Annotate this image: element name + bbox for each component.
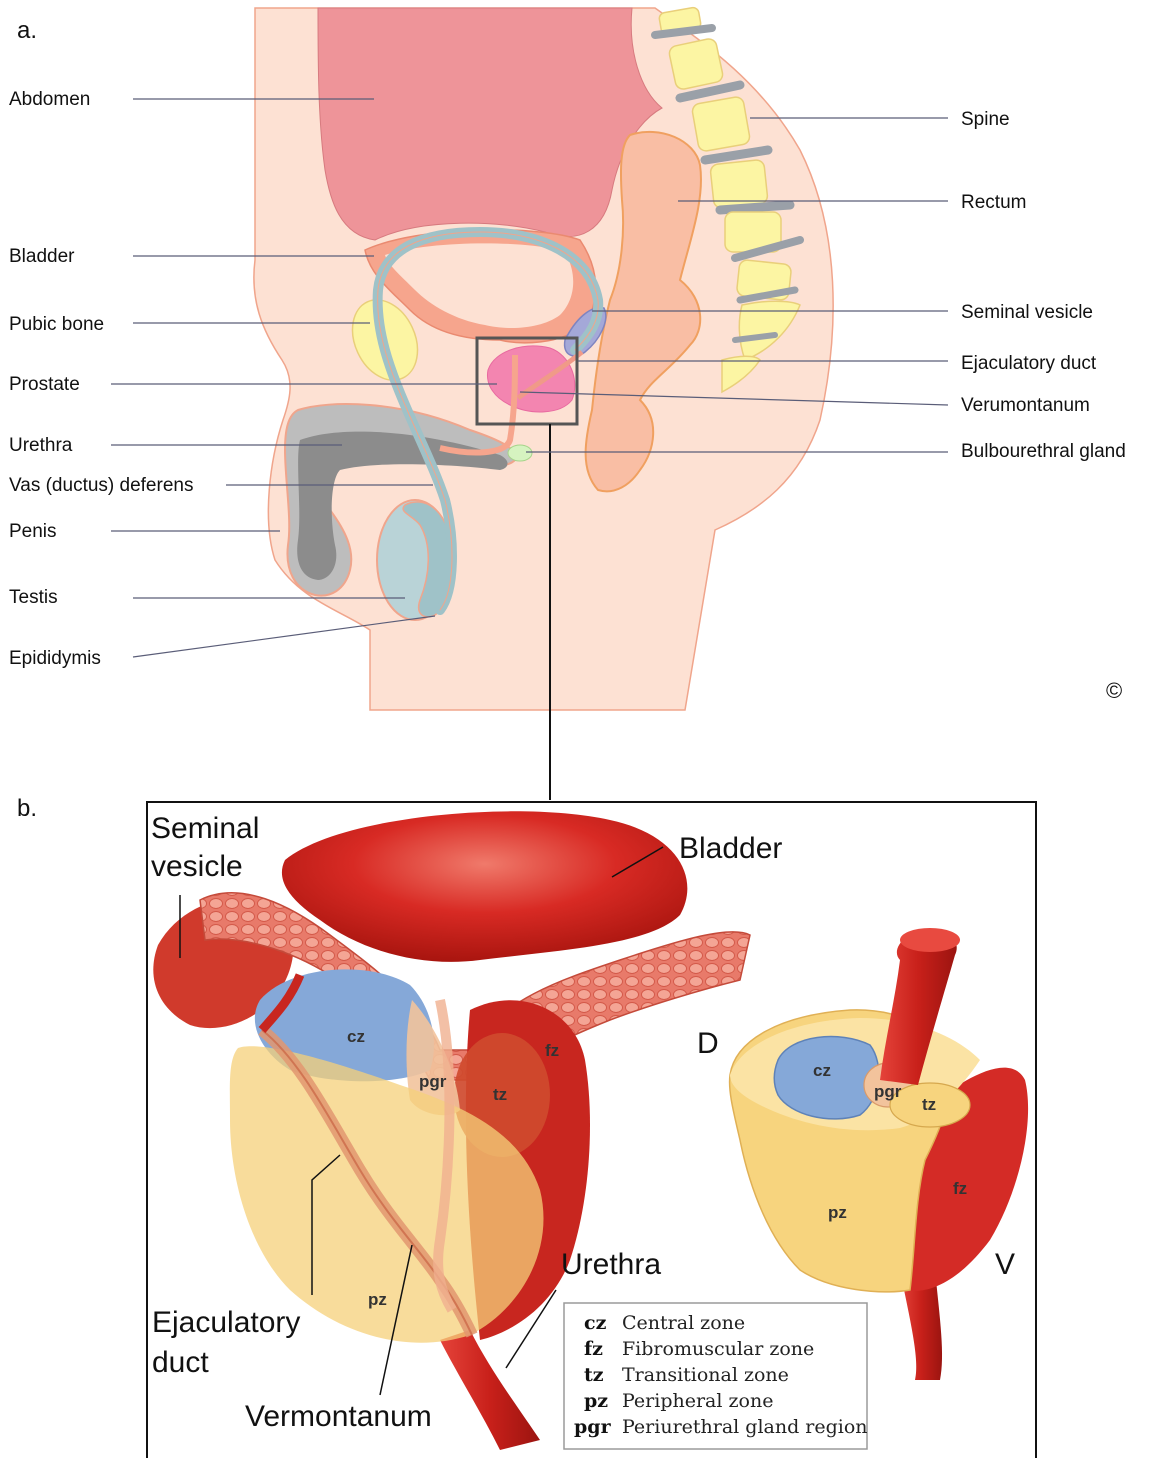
orientation-dorsal: D	[697, 1027, 719, 1060]
label-abdomen: Abdomen	[9, 89, 90, 110]
legend-abbr-pgr: pgr	[574, 1416, 612, 1438]
small-zone-label-cz: cz	[813, 1061, 831, 1080]
legend-text-cz: Central zone	[622, 1312, 745, 1334]
small-zone-label-fz: fz	[953, 1179, 967, 1198]
small-zone-label-tz: tz	[922, 1095, 936, 1114]
small-zone-label-pz: pz	[828, 1203, 847, 1222]
zone-label-cz: cz	[347, 1027, 365, 1046]
legend-abbr-cz: cz	[584, 1312, 607, 1334]
label-b-ejac-1: Ejaculatory	[152, 1306, 300, 1339]
zone-label-pgr: pgr	[419, 1072, 447, 1091]
zone-label-pz: pz	[368, 1290, 387, 1309]
zone-label-fz: fz	[545, 1041, 559, 1060]
label-prostate: Prostate	[9, 374, 80, 395]
copyright-symbol: ©	[1106, 678, 1122, 703]
panel-a-letter: a.	[17, 17, 37, 44]
label-b-seminal-1: Seminal	[151, 812, 259, 845]
panel-b: b.	[17, 795, 1036, 1458]
label-verumontanum: Verumontanum	[961, 395, 1090, 416]
label-pubic-bone: Pubic bone	[9, 314, 104, 335]
label-b-ejac-2: duct	[152, 1346, 209, 1379]
label-b-urethra: Urethra	[561, 1248, 661, 1281]
label-penis: Penis	[9, 521, 57, 542]
orientation-ventral: V	[995, 1248, 1015, 1281]
label-seminal-vesicle: Seminal vesicle	[961, 302, 1093, 323]
panel-a: a. Abdomen Bladder Pubic bone Prostate U…	[9, 7, 1126, 800]
label-b-seminal-2: vesicle	[151, 850, 243, 883]
legend-text-pgr: Periurethral gland region	[622, 1416, 868, 1438]
bladder-dome	[282, 811, 687, 962]
legend-text-pz: Peripheral zone	[622, 1390, 773, 1412]
small-zone-label-pgr: pgr	[874, 1082, 902, 1101]
label-bladder: Bladder	[9, 246, 75, 267]
panel-b-letter: b.	[17, 795, 37, 822]
label-vas-deferens: Vas (ductus) deferens	[9, 475, 193, 496]
legend-abbr-fz: fz	[584, 1338, 603, 1360]
legend-text-tz: Transitional zone	[622, 1364, 789, 1386]
label-testis: Testis	[9, 587, 58, 608]
zone-legend: cz Central zone fz Fibromuscular zone tz Tran…	[564, 1303, 868, 1449]
label-urethra: Urethra	[9, 435, 73, 456]
label-ejaculatory-duct: Ejaculatory duct	[961, 353, 1097, 374]
label-rectum: Rectum	[961, 192, 1026, 213]
label-b-vermontanum: Vermontanum	[245, 1400, 432, 1433]
label-epididymis: Epididymis	[9, 648, 101, 669]
bulbourethral-gland	[508, 445, 532, 461]
label-bulbourethral-gland: Bulbourethral gland	[961, 441, 1126, 462]
legend-abbr-pz: pz	[584, 1390, 608, 1412]
label-b-bladder: Bladder	[679, 832, 782, 865]
label-spine: Spine	[961, 109, 1010, 130]
legend-text-fz: Fibromuscular zone	[622, 1338, 814, 1360]
zone-label-tz: tz	[493, 1085, 507, 1104]
legend-abbr-tz: tz	[584, 1364, 604, 1386]
